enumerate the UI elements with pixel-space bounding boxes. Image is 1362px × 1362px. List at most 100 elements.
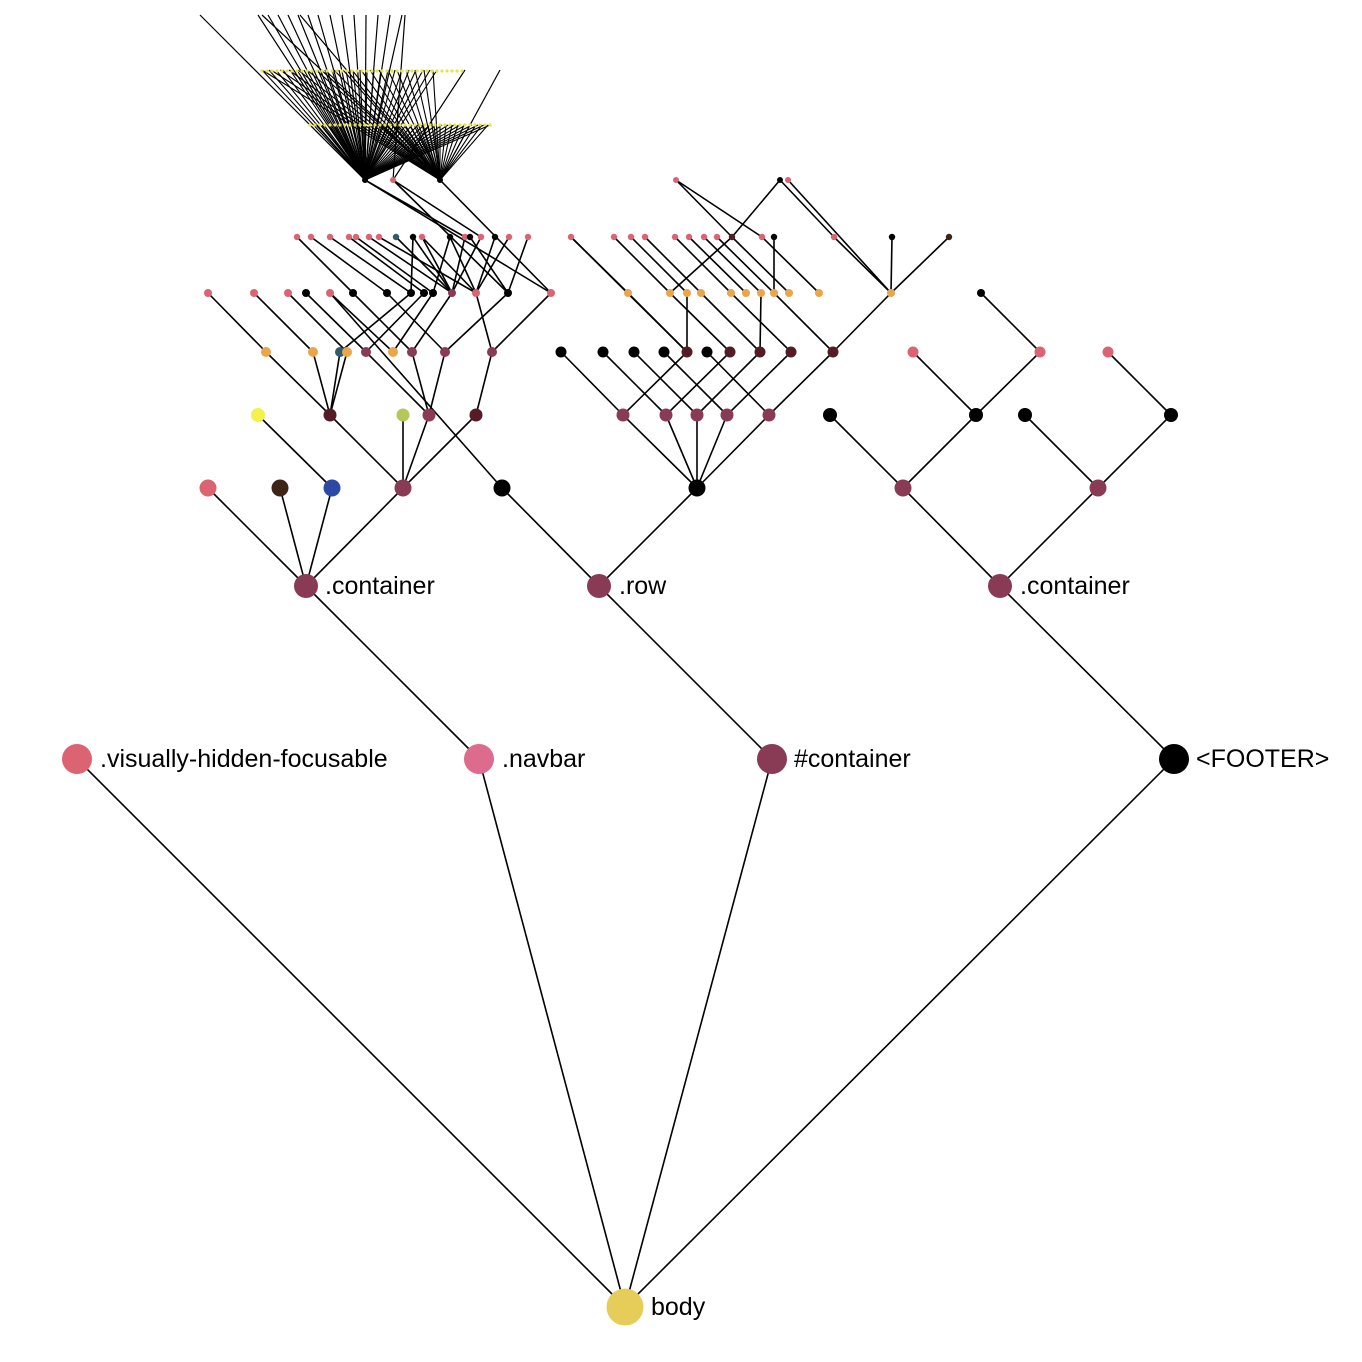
tree-edge — [410, 236, 414, 294]
tree-edge — [829, 414, 904, 489]
tree-edge — [305, 487, 404, 587]
tree-node — [422, 408, 436, 422]
tree-edge — [688, 236, 747, 294]
tree-node-leaf — [330, 69, 334, 73]
tree-edge — [1097, 414, 1172, 489]
tree-edge-dense — [415, 124, 441, 181]
tree-node-leaf — [418, 123, 422, 127]
tree-edge-dense — [364, 124, 401, 181]
tree-node-leaf — [380, 69, 384, 73]
tree-edge — [700, 292, 761, 353]
node-label-container-right: .container — [1020, 572, 1130, 600]
tree-edge — [507, 236, 529, 294]
tree-edge — [395, 236, 453, 294]
tree-node-leaf — [713, 233, 721, 241]
tree-edge-dense — [321, 124, 366, 181]
tree-node — [250, 289, 258, 297]
tree-edge — [411, 292, 453, 353]
tree-node-leaf — [448, 123, 452, 127]
tree-edge — [598, 487, 698, 587]
tree-edge — [265, 351, 331, 416]
tree-node-leaf — [320, 69, 324, 73]
tree-node-leaf — [445, 69, 449, 73]
tree-node — [323, 479, 341, 497]
tree-edge — [421, 236, 453, 294]
tree-node-level2 — [294, 574, 318, 598]
tree-node-leaf — [275, 69, 279, 73]
tree-node-leaf — [405, 69, 409, 73]
tree-edge — [665, 351, 731, 416]
tree-node-leaf — [345, 233, 353, 241]
tree-edge — [329, 292, 394, 353]
tree-node — [547, 289, 555, 297]
tree-node-leaf — [428, 123, 432, 127]
tree-edge-l2 — [598, 585, 773, 760]
tree-node — [349, 289, 357, 297]
tree-edge — [613, 236, 671, 294]
tree-edge-dense — [364, 124, 389, 181]
tree-edge — [696, 414, 728, 489]
tree-node-leaf — [443, 123, 447, 127]
tree-node — [907, 346, 919, 358]
tree-edge — [560, 351, 624, 416]
tree-edge-dense — [345, 124, 366, 181]
tree-edge — [449, 236, 477, 294]
tree-edge-dense — [327, 124, 366, 181]
tree-node — [757, 289, 765, 297]
tree-node — [323, 408, 337, 422]
tree-node-leaf — [627, 233, 635, 241]
tree-edge — [665, 414, 698, 489]
tree-edge-root — [478, 758, 626, 1308]
tree-node-level2 — [988, 574, 1012, 598]
tree-node-leaf — [425, 69, 429, 73]
tree-node — [469, 408, 483, 422]
tree-edge — [669, 236, 733, 294]
tree-node-level1 — [464, 744, 494, 774]
tree-node-leaf — [468, 123, 472, 127]
tree-node-leaf — [335, 69, 339, 73]
tree-edge-dense — [423, 69, 441, 181]
tree-edge — [787, 179, 892, 294]
tree-edge-dense — [353, 14, 366, 181]
tree-node — [407, 347, 417, 357]
tree-node-leaf — [318, 123, 322, 127]
tree-node-leaf — [945, 233, 953, 241]
tree-node-leaf — [307, 233, 315, 241]
tree-edge — [329, 236, 412, 294]
tree-node-leaf — [388, 123, 392, 127]
tree-node-leaf — [333, 123, 337, 127]
tree-node — [472, 289, 480, 297]
tree-edge-dense — [357, 124, 366, 181]
tree-edge — [890, 236, 950, 294]
node-label-container-left: .container — [325, 572, 435, 600]
tree-edge-dense — [385, 124, 441, 181]
tree-node-leaf — [390, 177, 396, 183]
tree-edge-dense — [351, 124, 366, 181]
tree-edge — [339, 292, 412, 353]
tree-node-leaf — [378, 123, 382, 127]
tree-node-leaf — [270, 69, 274, 73]
tree-node-root — [606, 1288, 644, 1326]
tree-node-leaf — [355, 69, 359, 73]
tree-edge — [365, 292, 425, 353]
tree-edge — [402, 414, 430, 489]
tree-node-level1 — [62, 744, 92, 774]
tree-node — [894, 479, 912, 497]
tree-node-leaf — [300, 69, 304, 73]
tree-node — [383, 289, 391, 297]
tree-node — [1102, 346, 1114, 358]
tree-edge-dense — [439, 124, 447, 181]
tree-edge — [475, 236, 496, 294]
tree-node-leaf — [728, 233, 736, 241]
tree-node-leaf — [390, 69, 394, 73]
tree-node-leaf — [437, 177, 443, 183]
tree-node-leaf — [392, 233, 400, 241]
tree-edge — [207, 292, 267, 353]
tree-node — [396, 408, 410, 422]
tree-edge — [669, 292, 731, 353]
tree-node — [683, 289, 691, 297]
tree-edge — [622, 351, 688, 416]
tree-node-leaf — [373, 123, 377, 127]
tree-node — [969, 408, 983, 422]
